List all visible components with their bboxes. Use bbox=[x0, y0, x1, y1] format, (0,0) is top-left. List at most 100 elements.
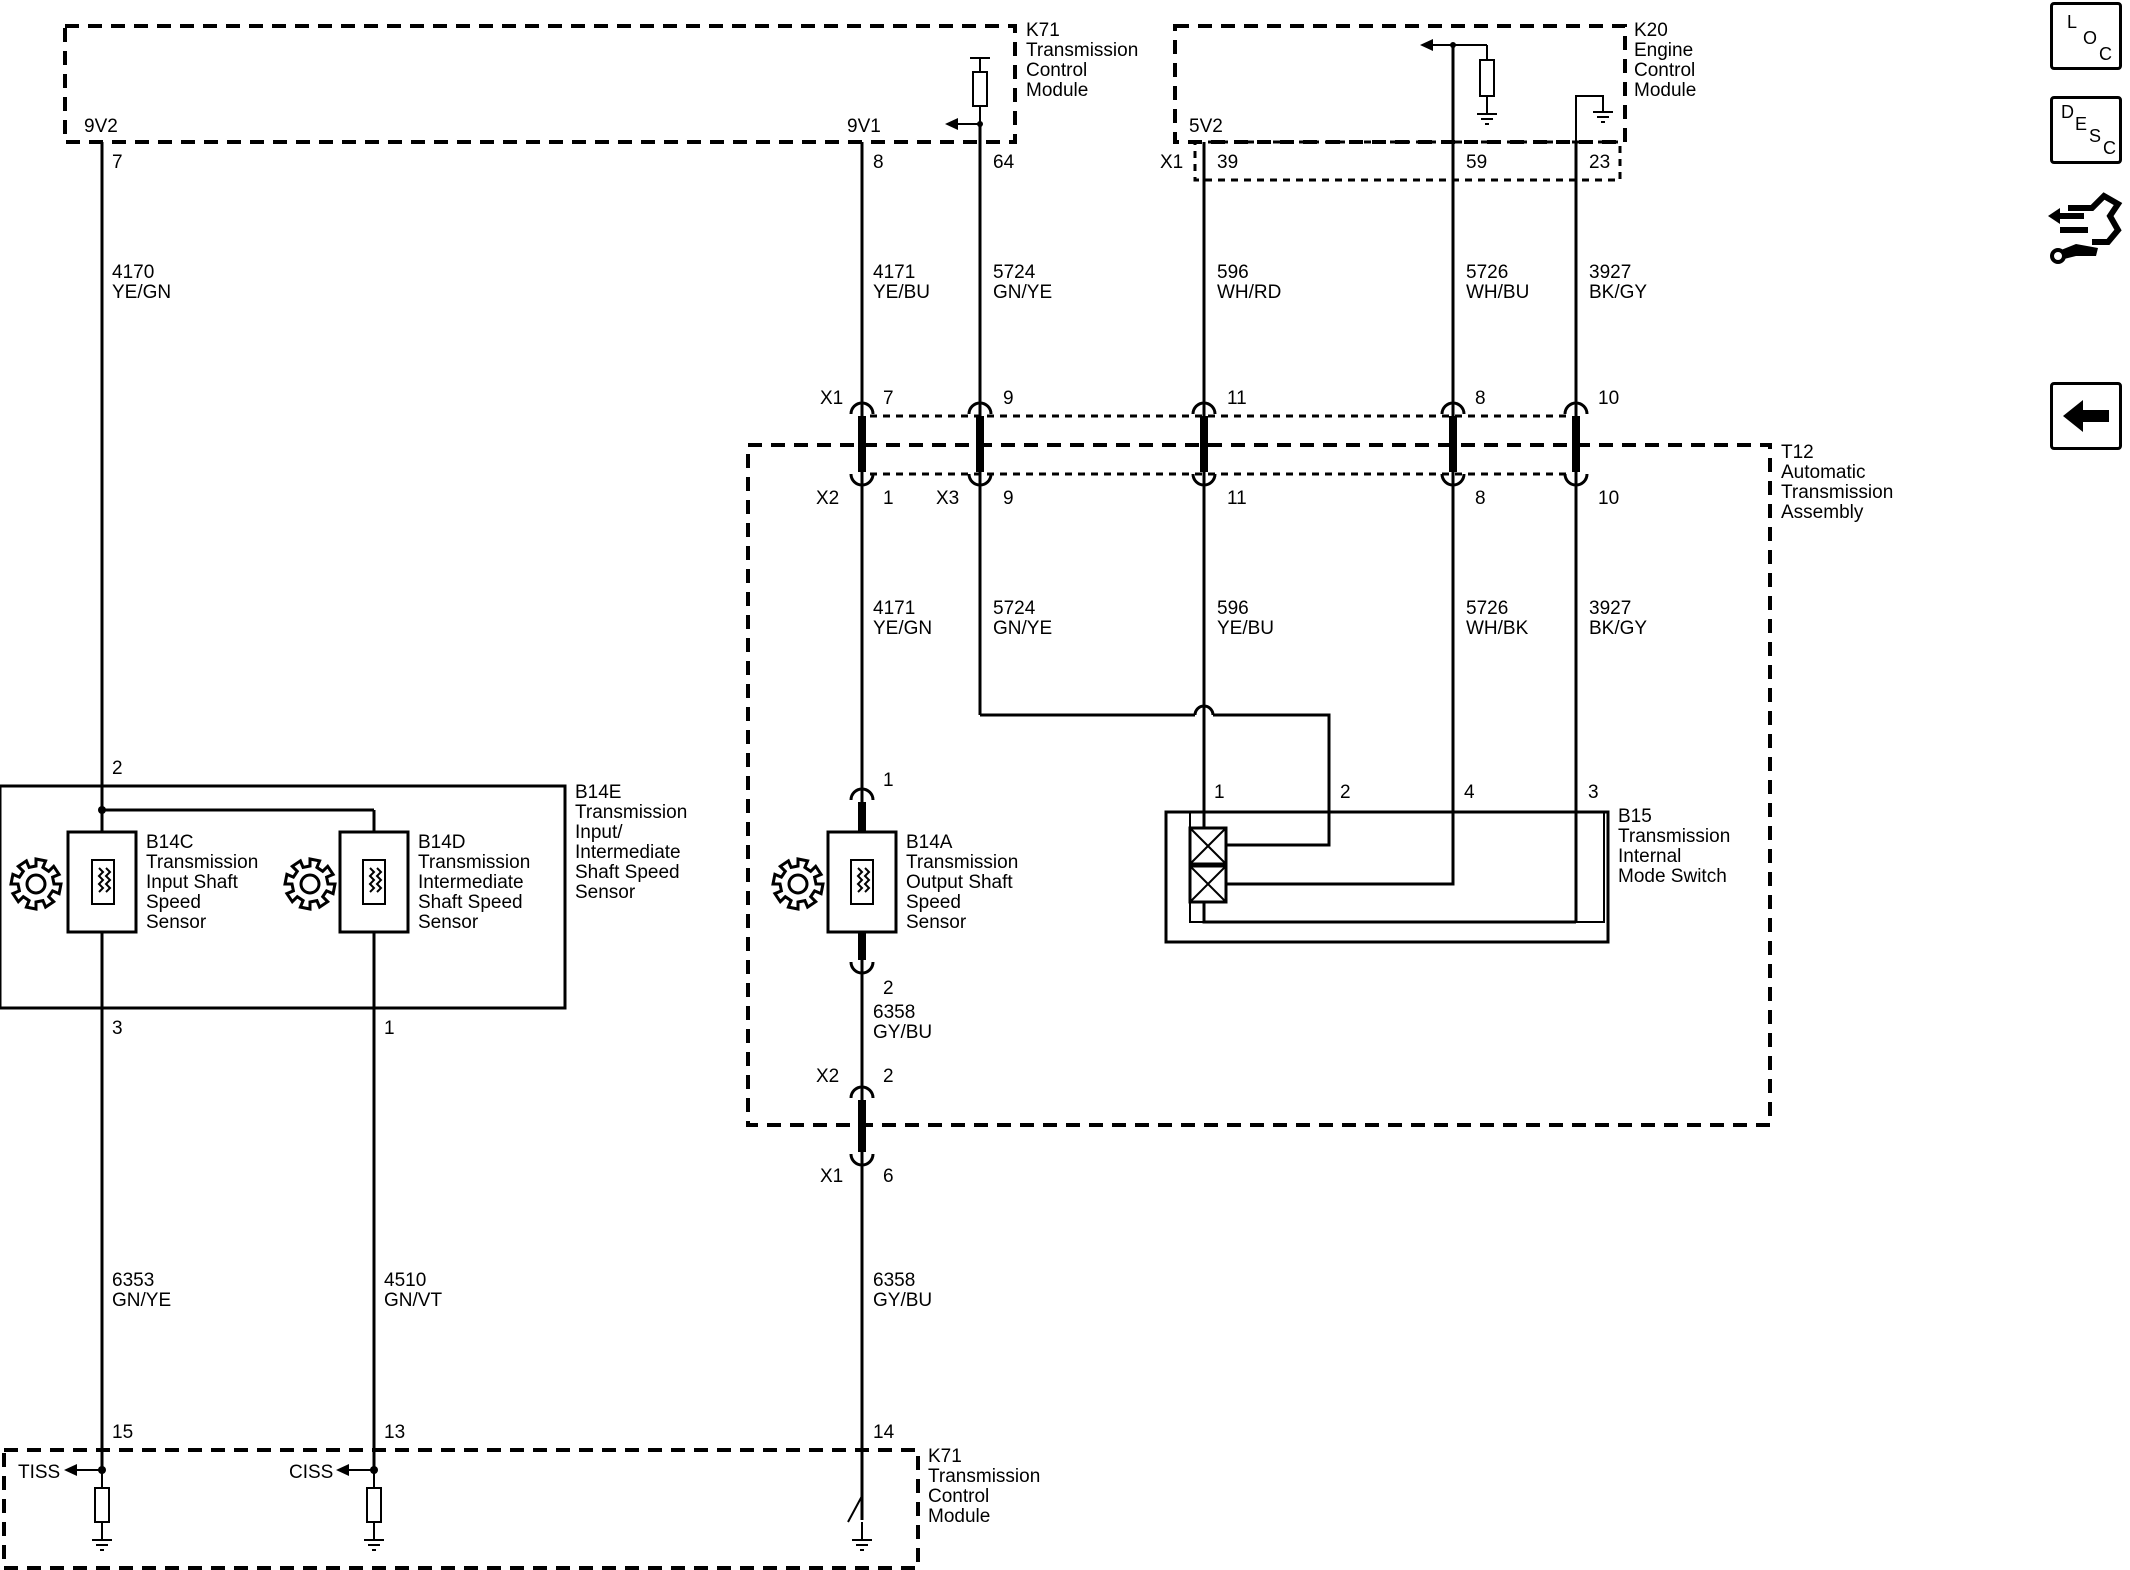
wire-color: WH/BK bbox=[1466, 618, 1529, 639]
k71-top-module bbox=[63, 24, 1017, 144]
k20-conn-label: X1 bbox=[1160, 152, 1183, 173]
pin-label: 1 bbox=[883, 488, 894, 509]
t12-label-3: Assembly bbox=[1781, 502, 1864, 523]
k71-top-ref: K71 bbox=[1026, 20, 1060, 41]
k71-top-label-2: Control bbox=[1026, 60, 1087, 81]
wire-number: 5724 bbox=[993, 598, 1036, 619]
pin-label: 8 bbox=[873, 152, 884, 173]
k71-top-label-3: Module bbox=[1026, 80, 1088, 101]
pin-label: 2 bbox=[1340, 782, 1351, 803]
wrench-connector-icon[interactable] bbox=[2048, 186, 2126, 266]
wire-color: GN/YE bbox=[112, 1290, 171, 1311]
x1-connector-label: X1 bbox=[820, 388, 843, 409]
settings-gear-icon bbox=[9, 857, 63, 911]
k71-pin-9v1: 9V1 bbox=[847, 116, 881, 137]
desc-letter: D bbox=[2061, 102, 2074, 122]
k20-pin-5v2: 5V2 bbox=[1189, 116, 1223, 137]
loc-button[interactable]: L O C bbox=[2050, 2, 2122, 70]
b14e-label-2: Input/ bbox=[575, 822, 623, 843]
x3-connector-label: X3 bbox=[936, 488, 959, 509]
wire-color: WH/RD bbox=[1217, 282, 1281, 303]
b14c-input-shaft-sensor bbox=[66, 830, 138, 934]
b14a-label-2: Output Shaft bbox=[906, 872, 1013, 893]
wire-color: GY/BU bbox=[873, 1022, 932, 1043]
pin-label: 10 bbox=[1598, 488, 1619, 509]
connector-terminal-marks bbox=[849, 401, 1589, 1167]
pin-label: 1 bbox=[1214, 782, 1225, 803]
tiss-signal-label: TISS bbox=[18, 1462, 60, 1483]
t12-ref: T12 bbox=[1781, 442, 1814, 463]
pin-label: 7 bbox=[883, 388, 894, 409]
k71-tiss-input bbox=[64, 1464, 112, 1551]
desc-letter: C bbox=[2103, 138, 2116, 158]
pin-label: 64 bbox=[993, 152, 1015, 173]
k71-bottom-label-1: Transmission bbox=[928, 1466, 1040, 1487]
pin-label: 39 bbox=[1217, 152, 1238, 173]
loc-letter: O bbox=[2083, 28, 2098, 48]
k20-ground-circuit bbox=[1575, 95, 1613, 175]
b14a-ref: B14A bbox=[906, 832, 953, 853]
wire-color: GN/YE bbox=[993, 282, 1052, 303]
wire-number: 4171 bbox=[873, 598, 915, 619]
b14c-ref: B14C bbox=[146, 832, 194, 853]
pin-label: 1 bbox=[384, 1018, 395, 1039]
b14e-label-3: Intermediate bbox=[575, 842, 681, 863]
wire-color: BK/GY bbox=[1589, 618, 1647, 639]
b14e-sensor-housing bbox=[0, 784, 567, 1010]
loc-letter: C bbox=[2099, 44, 2112, 64]
wire-color: YE/BU bbox=[873, 282, 930, 303]
wire-number: 3927 bbox=[1589, 262, 1631, 283]
wire-number: 4510 bbox=[384, 1270, 426, 1291]
pin-label: 23 bbox=[1589, 152, 1610, 173]
b15-switch-contacts bbox=[1188, 826, 1228, 904]
k20-pullup-circuit bbox=[1420, 39, 1497, 125]
pin-label: 2 bbox=[883, 1066, 894, 1087]
wire-color: BK/GY bbox=[1589, 282, 1647, 303]
b14a-label-4: Sensor bbox=[906, 912, 967, 933]
k20-ref: K20 bbox=[1634, 20, 1668, 41]
k71-pin-9v2: 9V2 bbox=[84, 116, 118, 137]
wire-color: GN/YE bbox=[993, 618, 1052, 639]
b14c-label-3: Speed bbox=[146, 892, 201, 913]
wire-number: 6358 bbox=[873, 1270, 915, 1291]
wire-color: WH/BU bbox=[1466, 282, 1529, 303]
b14d-label-3: Shaft Speed bbox=[418, 892, 523, 913]
b14d-label-1: Transmission bbox=[418, 852, 530, 873]
pin-label: 10 bbox=[1598, 388, 1619, 409]
connector-x1-x3 bbox=[870, 414, 1570, 476]
b14a-label-3: Speed bbox=[906, 892, 961, 913]
b14d-intermediate-shaft-sensor bbox=[338, 830, 410, 934]
wire-number: 5726 bbox=[1466, 262, 1508, 283]
pin-label: 4 bbox=[1464, 782, 1475, 803]
wire-number: 596 bbox=[1217, 262, 1249, 283]
b14e-label-5: Sensor bbox=[575, 882, 636, 903]
wire-number: 4170 bbox=[112, 262, 154, 283]
wire-color: YE/BU bbox=[1217, 618, 1274, 639]
wire-traces bbox=[98, 45, 1578, 1520]
back-button[interactable] bbox=[2050, 382, 2122, 450]
pin-label: 9 bbox=[1003, 388, 1014, 409]
pin-label: 1 bbox=[883, 770, 894, 791]
ciss-signal-label: CISS bbox=[289, 1462, 333, 1483]
pin-label: 14 bbox=[873, 1422, 895, 1443]
b15-label-1: Transmission bbox=[1618, 826, 1730, 847]
desc-button[interactable]: D E S C bbox=[2050, 96, 2122, 164]
pin-label: 8 bbox=[1475, 388, 1486, 409]
pin-label: 8 bbox=[1475, 488, 1486, 509]
b14c-label-4: Sensor bbox=[146, 912, 207, 933]
x1-connector-label: X1 bbox=[820, 1166, 843, 1187]
desc-letter: E bbox=[2075, 114, 2088, 134]
wire-number: 6358 bbox=[873, 1002, 915, 1023]
b14a-label-1: Transmission bbox=[906, 852, 1018, 873]
wire-color: YE/GN bbox=[873, 618, 932, 639]
k20-module bbox=[1173, 24, 1627, 182]
b14d-ref: B14D bbox=[418, 832, 466, 853]
k71-bottom-module bbox=[2, 1448, 920, 1570]
pin-label: 11 bbox=[1227, 388, 1247, 409]
b14e-label-1: Transmission bbox=[575, 802, 687, 823]
k71-pullup-circuit bbox=[945, 57, 990, 130]
b14c-label-1: Transmission bbox=[146, 852, 258, 873]
wire-number: 5724 bbox=[993, 262, 1036, 283]
t12-label-1: Automatic bbox=[1781, 462, 1865, 483]
